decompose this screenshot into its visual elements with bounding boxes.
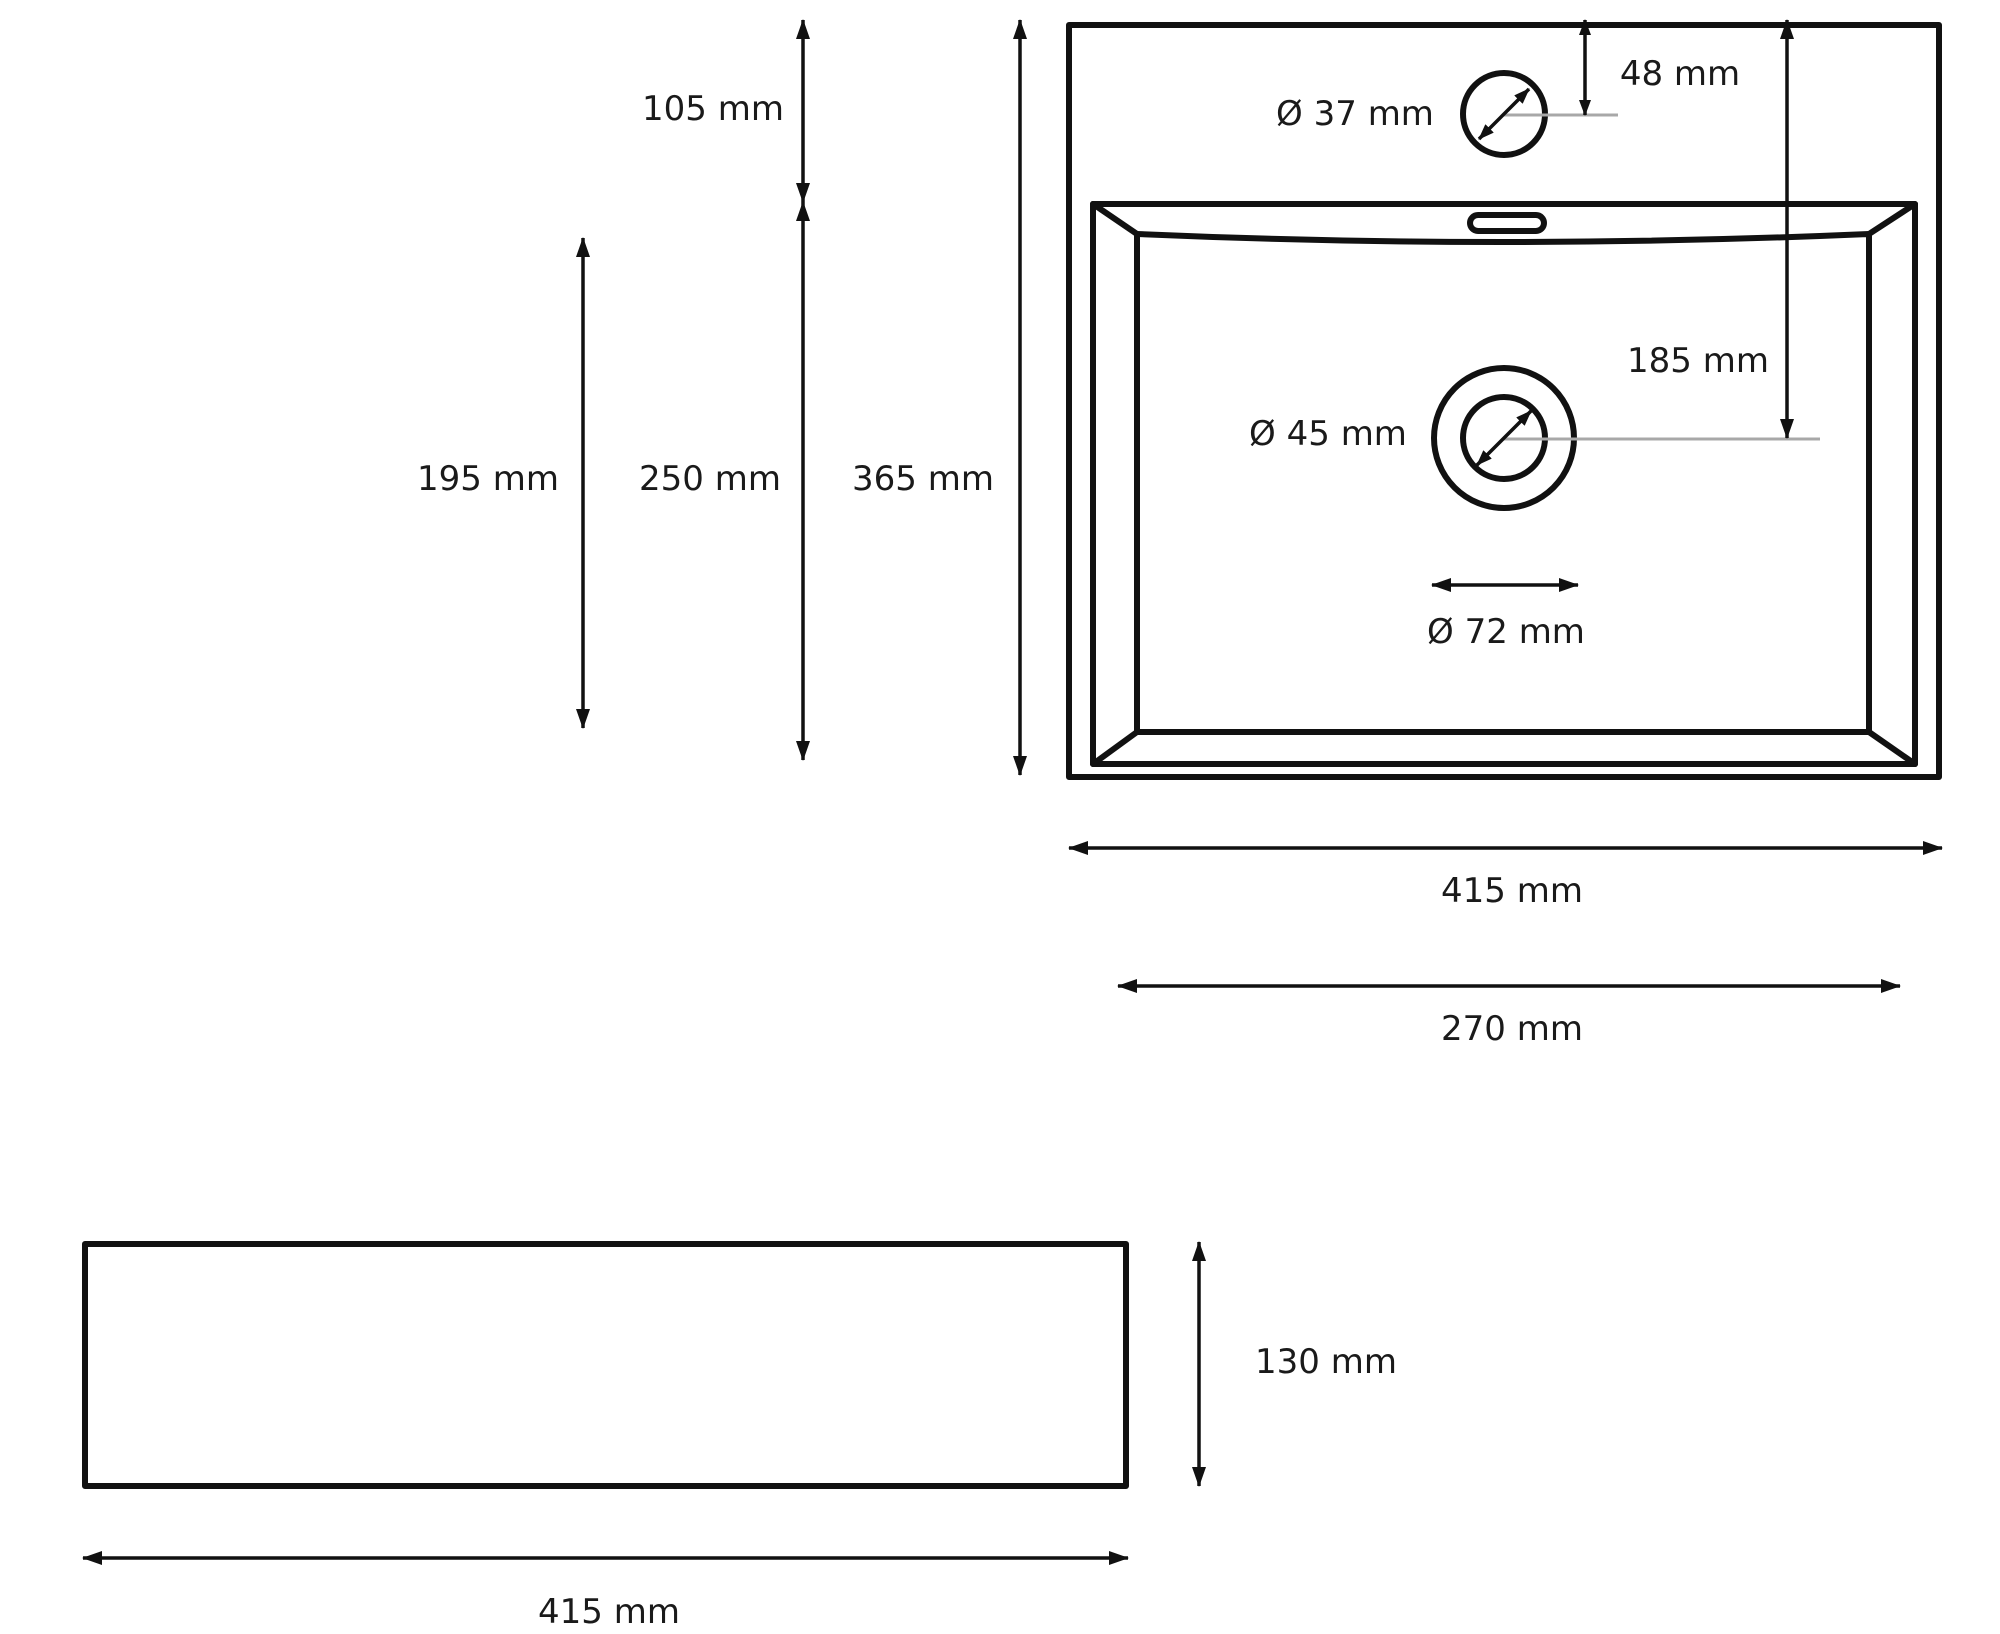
tap-hole-diameter-arrow xyxy=(1477,87,1531,141)
basin-height-label: 250 mm xyxy=(639,459,781,499)
side-view: 130 mm 415 mm xyxy=(82,1241,1397,1632)
overflow-slot xyxy=(1467,212,1547,234)
basin-width-label: 270 mm xyxy=(1441,1009,1583,1049)
top-view: 105 mm 195 mm 250 mm 365 mm Ø 37 mm 48 m… xyxy=(417,19,1943,1049)
overall-height-label: 365 mm xyxy=(852,459,994,499)
drain-from-top-label: 185 mm xyxy=(1627,341,1769,381)
drain-diameter-arrow xyxy=(1475,409,1533,467)
basin-corner-bevels xyxy=(1090,201,1918,767)
basin-outer-rim xyxy=(1090,201,1918,767)
side-view-outline xyxy=(82,1241,1129,1489)
inner-basin-height-label: 195 mm xyxy=(417,459,559,499)
side-width-label: 415 mm xyxy=(538,1592,680,1632)
drain-outer-diameter-label: Ø 72 mm xyxy=(1427,612,1585,652)
side-height-label: 130 mm xyxy=(1255,1342,1397,1382)
drain-hole-diameter-label: Ø 45 mm xyxy=(1249,414,1407,454)
tap-offset-label: 48 mm xyxy=(1620,54,1740,94)
overall-width-label: 415 mm xyxy=(1441,871,1583,911)
basin-inner-bowl xyxy=(1134,231,1872,735)
sink-outline xyxy=(1066,22,1942,780)
tap-hole-diameter-label: Ø 37 mm xyxy=(1276,94,1434,134)
tap-from-top-label: 105 mm xyxy=(642,89,784,129)
